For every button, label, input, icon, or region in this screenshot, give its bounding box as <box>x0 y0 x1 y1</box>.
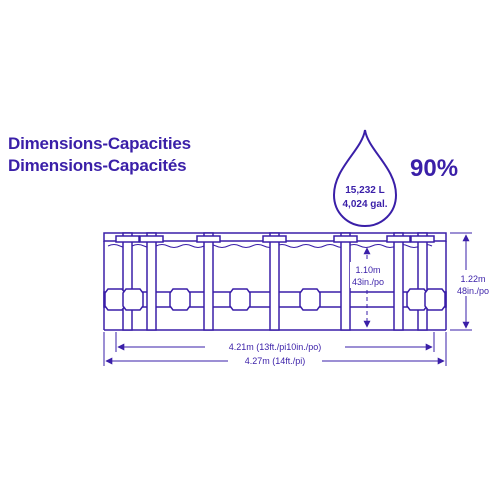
leg <box>115 232 140 331</box>
fill-percent: 90% <box>410 155 458 182</box>
inner-diameter-label: 4.21m (13ft./pi10in./po) <box>229 342 322 352</box>
leg <box>139 232 164 331</box>
title-english: Dimensions-Capacities <box>8 134 191 153</box>
water-depth-imperial: 43in./po <box>352 277 384 287</box>
pool-height-dimension: 1.22m 48in./po <box>450 232 495 331</box>
pool-legs <box>115 232 435 331</box>
capacity-liters: 15,232 L <box>345 185 384 196</box>
pool-height-imperial: 48in./po <box>457 286 489 296</box>
water-depth-dimension: 1.10m 43in./po <box>350 247 386 328</box>
capacity-gallons: 4,024 gal. <box>342 199 387 210</box>
water-depth-metric: 1.10m <box>355 265 380 275</box>
outer-diameter-label: 4.27m (14ft./pi) <box>245 356 306 366</box>
outer-diameter-dimension: 4.27m (14ft./pi) <box>103 332 447 367</box>
belt-buckles <box>104 288 446 311</box>
pool-height-metric: 1.22m <box>460 274 485 284</box>
water-drop-icon: 15,232 L 4,024 gal. <box>332 129 398 228</box>
inner-diameter-dimension: 4.21m (13ft./pi10in./po) <box>115 332 435 353</box>
leg <box>410 232 435 331</box>
title-french: Dimensions-Capacités <box>8 156 187 175</box>
leg <box>262 232 287 331</box>
leg <box>196 232 221 331</box>
leg <box>386 232 411 331</box>
